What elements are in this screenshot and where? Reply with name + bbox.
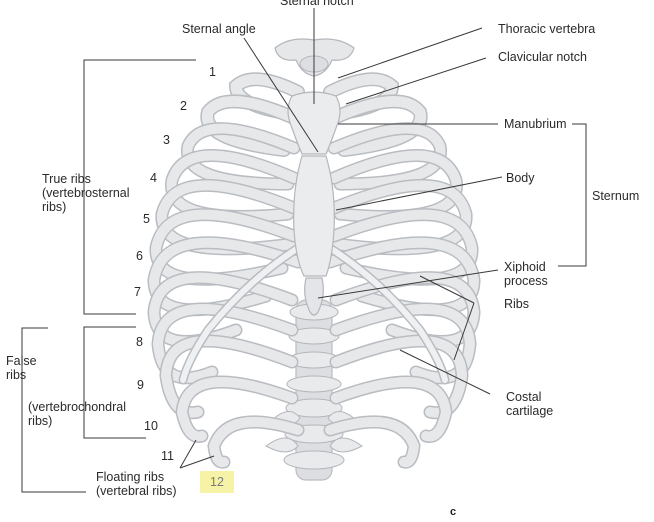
label-manubrium: Manubrium [504,117,567,131]
leader-lines [21,8,587,493]
ribs-right [323,72,481,469]
label-sternal-notch: Sternal notch [280,0,354,8]
rib-number-1: 1 [209,65,216,79]
label-true-ribs: True ribs (vertebrosternal ribs) [42,172,130,214]
rib-number-10: 10 [144,419,158,433]
rib-11 [176,377,297,442]
sternal-body [293,155,335,277]
rib-11 [331,377,452,442]
rib-number-6: 6 [136,249,143,263]
ribs-left [147,72,305,469]
rib-2 [201,95,300,156]
xiphoid [304,277,324,316]
rib-12 [325,416,420,468]
rib-2 [328,95,427,156]
rib-number-2: 2 [180,99,187,113]
costal-cartilage [178,243,450,385]
rib-number-5: 5 [143,212,150,226]
rib-number-7: 7 [134,285,141,299]
vertebral-column [265,299,363,481]
rib-number-8: 8 [136,335,143,349]
rib-number-3: 3 [163,133,170,147]
label-sternum: Sternum [592,189,640,203]
rib-12 [208,416,303,468]
figure-letter: c [450,506,457,518]
label-vertebrochondral-ribs: (vertebrochondral ribs) [28,400,126,428]
manubrium [287,91,341,155]
label-thoracic-vertebra: Thoracic vertebra [498,22,596,36]
label-clavicular-notch: Clavicular notch [498,50,587,64]
rib-3 [329,123,446,189]
label-sternal-angle: Sternal angle [182,22,256,36]
label-body: Body [506,171,535,185]
rib-number-12: 12 [200,471,234,493]
rib-3 [182,123,299,189]
label-floating-ribs: Floating ribs (vertebral ribs) [96,470,177,498]
rib-number-11: 11 [161,449,174,463]
rib-number-9: 9 [137,378,144,392]
label-false-ribs: False ribs [6,354,37,382]
label-ribs: Ribs [504,297,530,311]
label-xiphoid-process: Xiphoid process [504,260,548,288]
sternum [287,91,341,316]
label-costal-cartilage: Costal cartilage [506,390,554,418]
rib-number-4: 4 [150,171,157,185]
